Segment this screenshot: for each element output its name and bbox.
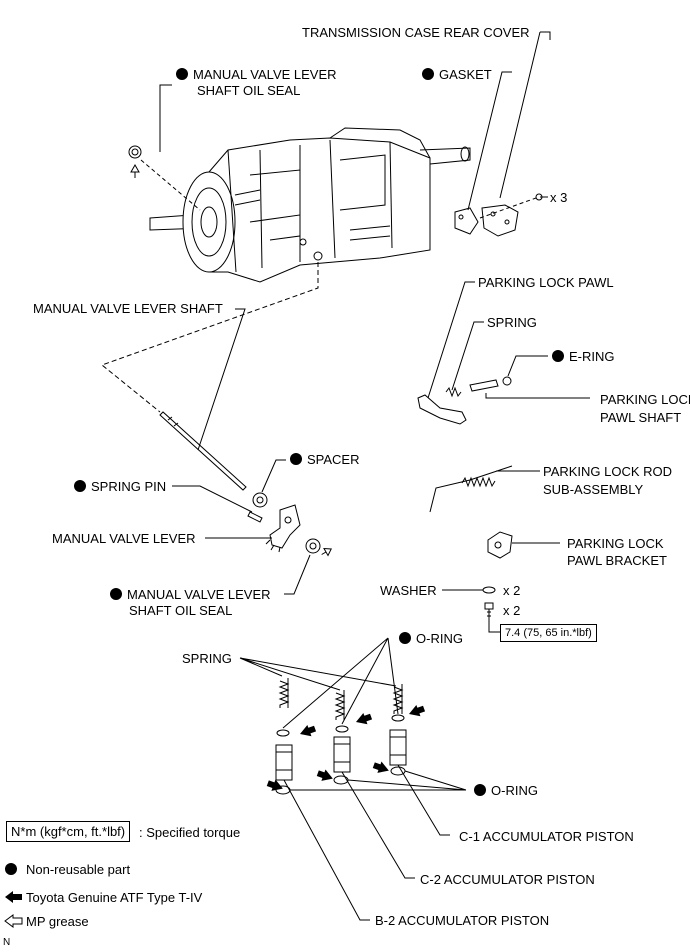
label-washer-qty: x 2 bbox=[503, 583, 521, 598]
parking-lock-bracket-part bbox=[487, 531, 513, 559]
dashed-shaft-link bbox=[100, 262, 319, 413]
leader-shaft bbox=[197, 308, 246, 451]
label-oil-seal-bottom: MANUAL VALVE LEVER bbox=[110, 587, 271, 602]
rear-cover-gasket bbox=[454, 193, 548, 237]
spring-pin-part bbox=[247, 511, 263, 523]
washer-part bbox=[482, 586, 496, 594]
leader-o-ring-bottom bbox=[290, 770, 467, 791]
label-spring-accumulator: SPRING bbox=[182, 651, 232, 666]
label-bracket: PARKING LOCK bbox=[567, 536, 664, 551]
leader-spacer bbox=[261, 459, 286, 493]
legend-torque-desc: : Specified torque bbox=[139, 825, 241, 840]
atf-arrow-icon bbox=[5, 891, 22, 903]
leader-o-ring-top bbox=[282, 637, 399, 729]
corner-mark: N bbox=[3, 937, 11, 948]
leader-gasket bbox=[467, 71, 512, 211]
label-pawl-shaft: PARKING LOCK bbox=[600, 392, 690, 407]
label-oil-seal-bottom-line2: SHAFT OIL SEAL bbox=[129, 603, 233, 618]
label-oil-seal-top: MANUAL VALVE LEVER bbox=[176, 67, 337, 82]
oil-seal-bottom bbox=[305, 538, 332, 557]
atf-arrow-icons bbox=[266, 704, 426, 791]
label-spacer: SPACER bbox=[290, 452, 360, 467]
transmission-assembly bbox=[149, 127, 471, 283]
manual-valve-lever-part bbox=[265, 504, 301, 553]
label-spring-small: SPRING bbox=[487, 315, 537, 330]
accumulator-springs bbox=[278, 678, 404, 720]
leader-pawl bbox=[427, 281, 475, 399]
label-washer: WASHER bbox=[380, 583, 437, 598]
leader-e-ring bbox=[507, 355, 548, 377]
label-bolt-qty-bracket: x 2 bbox=[503, 603, 521, 618]
o-rings-upper bbox=[276, 714, 405, 737]
non-reusable-dot-icon bbox=[474, 784, 486, 796]
label-bracket-line2: PAWL BRACKET bbox=[567, 553, 667, 568]
parking-lock-pawl-part bbox=[417, 394, 467, 425]
label-rear-cover: TRANSMISSION CASE REAR COVER bbox=[302, 25, 530, 40]
non-reusable-dot-icon bbox=[176, 68, 188, 80]
non-reusable-dot-icon bbox=[5, 863, 17, 875]
pawl-shaft-part bbox=[469, 379, 499, 392]
label-spring-pin: SPRING PIN bbox=[74, 479, 166, 494]
legend-non-reusable: Non-reusable part bbox=[26, 862, 131, 877]
label-parking-lock-rod-line2: SUB-ASSEMBLY bbox=[543, 482, 644, 497]
label-gasket: GASKET bbox=[422, 67, 492, 82]
grease-arrow-icon bbox=[4, 914, 23, 928]
leader-oil-seal-bottom bbox=[284, 554, 311, 595]
leader-rear-cover-a bbox=[540, 31, 551, 40]
leader-torque bbox=[488, 620, 500, 633]
label-o-ring-bottom: O-RING bbox=[474, 783, 538, 798]
oil-seal-top bbox=[128, 145, 201, 211]
legend-torque-box: N*m (kgf*cm, ft.*lbf) bbox=[6, 821, 131, 842]
label-c1-piston: C-1 ACCUMULATOR PISTON bbox=[459, 829, 634, 844]
accumulator-pistons bbox=[275, 729, 407, 781]
legend-atf: Toyota Genuine ATF Type T-IV bbox=[26, 890, 203, 905]
non-reusable-dot-icon bbox=[290, 453, 302, 465]
parking-lock-rod-part bbox=[429, 465, 513, 513]
label-oil-seal-top-line2: SHAFT OIL SEAL bbox=[197, 83, 301, 98]
non-reusable-dot-icon bbox=[552, 350, 564, 362]
label-b2-piston: B-2 ACCUMULATOR PISTON bbox=[375, 913, 550, 928]
leader-c1 bbox=[397, 764, 450, 836]
label-parking-lock-rod: PARKING LOCK ROD bbox=[543, 464, 673, 479]
spacer-part bbox=[252, 492, 268, 508]
torque-spec-box: 7.4 (75, 65 in.*lbf) bbox=[500, 624, 597, 642]
non-reusable-dot-icon bbox=[74, 480, 86, 492]
label-bolt-qty-top: x 3 bbox=[550, 190, 568, 205]
non-reusable-dot-icon bbox=[399, 632, 411, 644]
pawl-spring-part bbox=[445, 386, 462, 398]
leader-b2 bbox=[283, 779, 370, 921]
label-pawl-shaft-line2: PAWL SHAFT bbox=[600, 410, 682, 425]
leader-c2 bbox=[341, 771, 415, 879]
label-e-ring: E-RING bbox=[552, 349, 615, 364]
non-reusable-dot-icon bbox=[110, 588, 122, 600]
non-reusable-dot-icon bbox=[422, 68, 434, 80]
bracket-bolt-part bbox=[484, 602, 494, 620]
leader-pawl-shaft bbox=[485, 393, 590, 399]
leader-spring-pin bbox=[172, 485, 253, 513]
label-parking-lock-pawl: PARKING LOCK PAWL bbox=[478, 275, 614, 290]
leader-oil-seal-top bbox=[159, 84, 172, 152]
legend-grease: MP grease bbox=[26, 914, 89, 929]
e-ring-part bbox=[502, 376, 512, 386]
label-c2-piston: C-2 ACCUMULATOR PISTON bbox=[420, 872, 595, 887]
leader-rear-cover bbox=[499, 31, 550, 199]
leader-pawl-spring bbox=[451, 321, 484, 391]
label-manual-valve-lever-shaft: MANUAL VALVE LEVER SHAFT bbox=[33, 301, 223, 316]
label-o-ring-top: O-RING bbox=[399, 631, 463, 646]
label-manual-valve-lever: MANUAL VALVE LEVER bbox=[52, 531, 196, 546]
manual-valve-lever-shaft bbox=[159, 411, 247, 491]
leader-springs bbox=[239, 657, 397, 691]
